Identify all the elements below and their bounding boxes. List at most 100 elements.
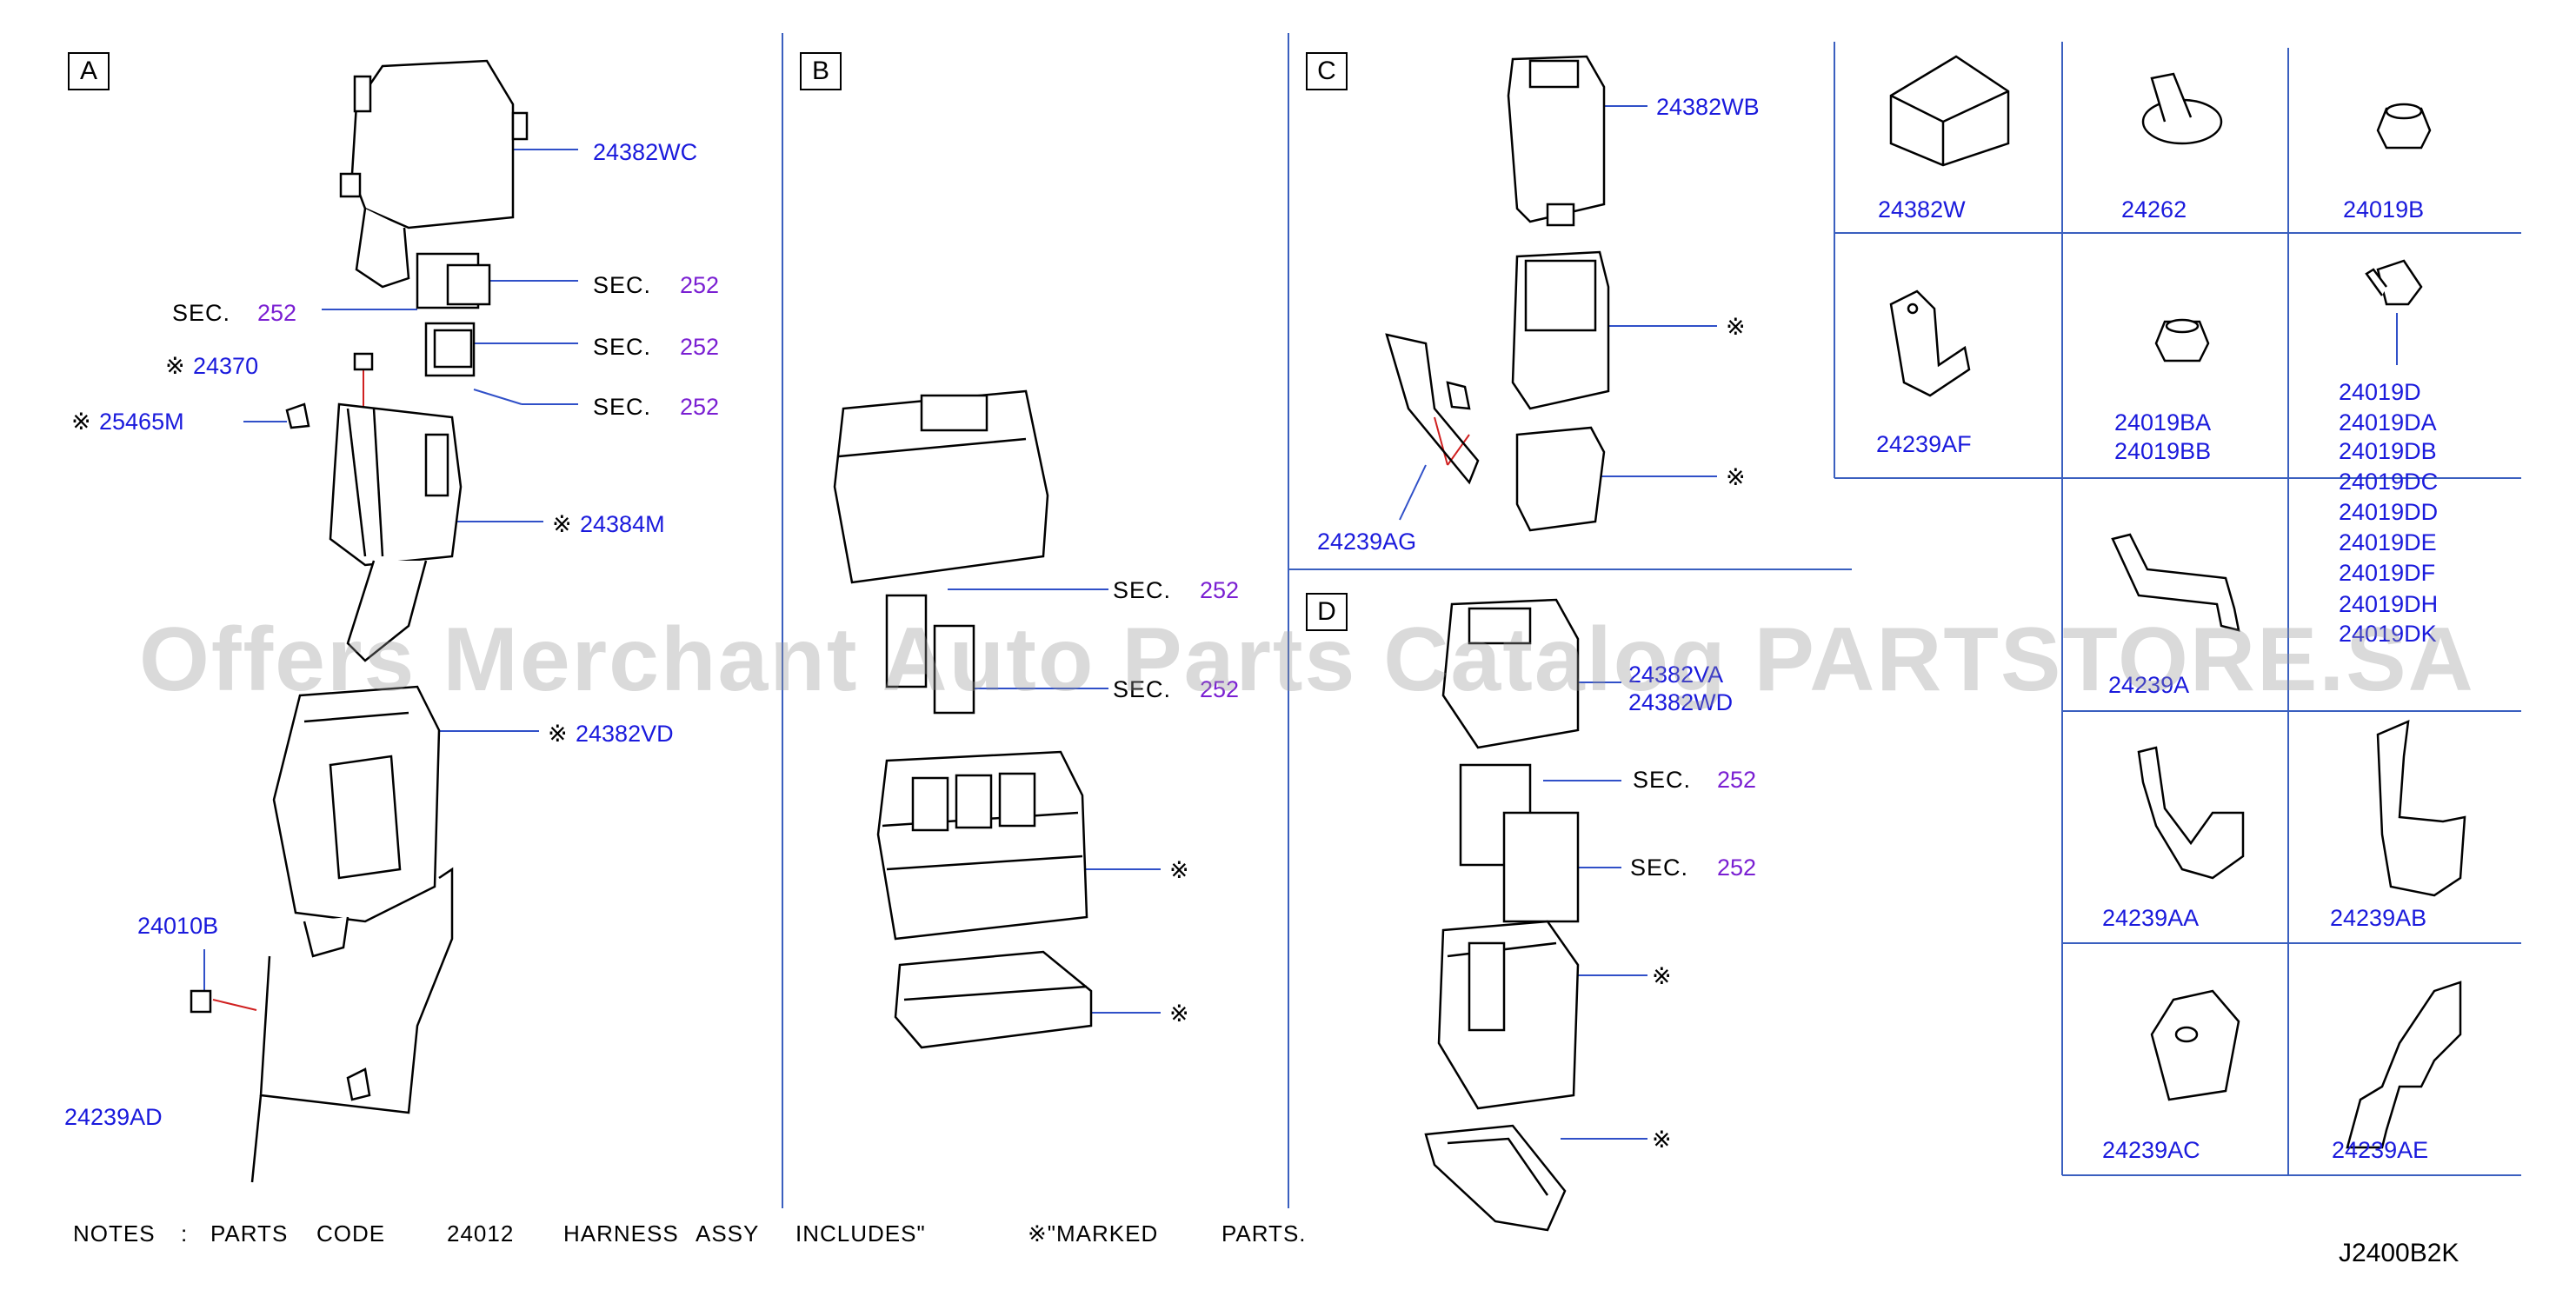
part-24382w-drawing (1889, 55, 2010, 167)
part-label-24019dc[interactable]: 24019DC (2339, 469, 2439, 495)
part-label-24382wc[interactable]: 24382WC (593, 139, 698, 165)
part-cover-24382wc (339, 59, 529, 289)
part-label-24239ad[interactable]: 24239AD (64, 1104, 163, 1130)
watermark: Offers Merchant Auto Parts Catalog PARTS… (139, 609, 2475, 710)
section-label-d: D (1306, 593, 1348, 631)
part-relays-d (1459, 763, 1580, 923)
part-base-c (1515, 426, 1606, 532)
part-tray-b (894, 950, 1093, 1049)
part-label-24019df[interactable]: 24019DF (2339, 560, 2436, 586)
included-mark: ※ (1726, 314, 1746, 340)
part-24019ba-drawing (2154, 318, 2210, 362)
part-label-24019dk[interactable]: 24019DK (2339, 621, 2437, 647)
sec-ref-number[interactable]: 252 (680, 272, 720, 298)
part-24239aa-drawing (2137, 746, 2245, 880)
panel-dividers (782, 33, 2521, 1208)
part-fuse-block-24384m (329, 402, 463, 662)
part-label-24019da[interactable]: 24019DA (2339, 409, 2437, 436)
part-24239ae-drawing (2346, 981, 2462, 1149)
notes-code-number[interactable]: 24012 (447, 1220, 515, 1247)
notes-colon: : (181, 1220, 189, 1247)
part-label-24239aa[interactable]: 24239AA (2102, 905, 2200, 931)
section-label-a: A (68, 52, 110, 90)
part-label-25465m[interactable]: 25465M (99, 409, 184, 435)
section-label-c: C (1306, 52, 1348, 90)
part-label-24382wd[interactable]: 24382WD (1628, 689, 1734, 715)
part-label-24019db[interactable]: 24019DB (2339, 438, 2437, 464)
part-label-24019bb[interactable]: 24019BB (2114, 438, 2212, 464)
part-clip-24010b (190, 989, 212, 1014)
part-block-b (876, 750, 1088, 941)
sec-ref-word: SEC. (593, 334, 652, 360)
sec-ref-number[interactable]: 252 (680, 394, 720, 420)
included-mark: ※ (71, 409, 91, 435)
sec-ref-number[interactable]: 252 (1717, 854, 1757, 881)
leader-lines (203, 105, 2398, 1140)
sec-ref-word: SEC. (1630, 854, 1689, 881)
part-label-24239ab[interactable]: 24239AB (2330, 905, 2427, 931)
notes-harness: HARNESS (563, 1220, 679, 1247)
part-label-24382w[interactable]: 24382W (1878, 196, 1966, 223)
part-24239af-drawing (1889, 289, 1971, 397)
part-24019d-drawing (2365, 259, 2423, 306)
sec-ref-number[interactable]: 252 (1717, 767, 1757, 793)
part-label-24019de[interactable]: 24019DE (2339, 529, 2437, 555)
notes-code: CODE (316, 1220, 386, 1247)
notes-includes: INCLUDES" (795, 1220, 926, 1247)
part-bracket-24239ad (250, 867, 454, 1183)
part-label-24239ae[interactable]: 24239AE (2332, 1137, 2429, 1163)
part-label-24239ac[interactable]: 24239AC (2102, 1137, 2200, 1163)
sec-ref-word: SEC. (593, 394, 652, 420)
part-bracket-24239ag (1385, 333, 1480, 485)
section-label-b: B (800, 52, 842, 90)
part-24262-drawing (2141, 72, 2223, 145)
sec-ref-word: SEC. (593, 272, 652, 298)
part-label-24382va[interactable]: 24382VA (1628, 662, 1724, 688)
notes-parts: PARTS (210, 1220, 289, 1247)
included-mark: ※ (1169, 1001, 1189, 1027)
part-label-24382wb[interactable]: 24382WB (1656, 94, 1760, 120)
notes-assy: ASSY (696, 1220, 760, 1247)
part-label-24019dh[interactable]: 24019DH (2339, 591, 2439, 617)
part-relays-a (416, 252, 491, 377)
included-mark: ※ (1652, 963, 1672, 989)
sec-ref-number[interactable]: 252 (1200, 676, 1240, 702)
sec-ref-word: SEC. (1113, 676, 1172, 702)
part-tray-d (1424, 1124, 1567, 1232)
sec-ref-word: SEC. (172, 300, 231, 326)
part-label-24382vd[interactable]: 24382VD (576, 721, 674, 747)
included-mark: ※ (1652, 1127, 1672, 1153)
part-label-24262[interactable]: 24262 (2121, 196, 2187, 223)
sec-ref-number[interactable]: 252 (257, 300, 297, 326)
part-cover-24382wb (1507, 55, 1606, 227)
notes-marked: ※"MARKED (1028, 1220, 1159, 1247)
notes-label: NOTES (73, 1220, 156, 1247)
sec-ref-word: SEC. (1633, 767, 1692, 793)
part-24239a-drawing (2111, 533, 2240, 632)
included-mark: ※ (1169, 857, 1189, 883)
part-label-24239ag[interactable]: 24239AG (1317, 529, 1417, 555)
part-label-24370[interactable]: 24370 (193, 353, 259, 379)
part-24239ab-drawing (2376, 719, 2466, 897)
sec-ref-word: SEC. (1113, 577, 1172, 603)
part-label-24384m[interactable]: 24384M (580, 511, 665, 537)
included-mark: ※ (548, 721, 568, 747)
part-label-24019ba[interactable]: 24019BA (2114, 409, 2212, 436)
part-cover-b (833, 389, 1049, 584)
notes-parts-end: PARTS. (1221, 1220, 1307, 1247)
part-label-24010b[interactable]: 24010B (137, 913, 219, 939)
part-label-24019b[interactable]: 24019B (2343, 196, 2425, 223)
sec-ref-number[interactable]: 252 (1200, 577, 1240, 603)
part-cover-d (1441, 598, 1580, 749)
part-24239ac-drawing (2150, 989, 2240, 1101)
part-label-24019dd[interactable]: 24019DD (2339, 499, 2439, 525)
part-label-24239af[interactable]: 24239AF (1876, 431, 1972, 457)
included-mark: ※ (165, 353, 185, 379)
part-label-24019d[interactable]: 24019D (2339, 379, 2421, 405)
part-relays-b (885, 594, 975, 715)
part-label-24239a[interactable]: 24239A (2108, 672, 2190, 698)
part-block-d (1437, 920, 1580, 1110)
sec-ref-number[interactable]: 252 (680, 334, 720, 360)
